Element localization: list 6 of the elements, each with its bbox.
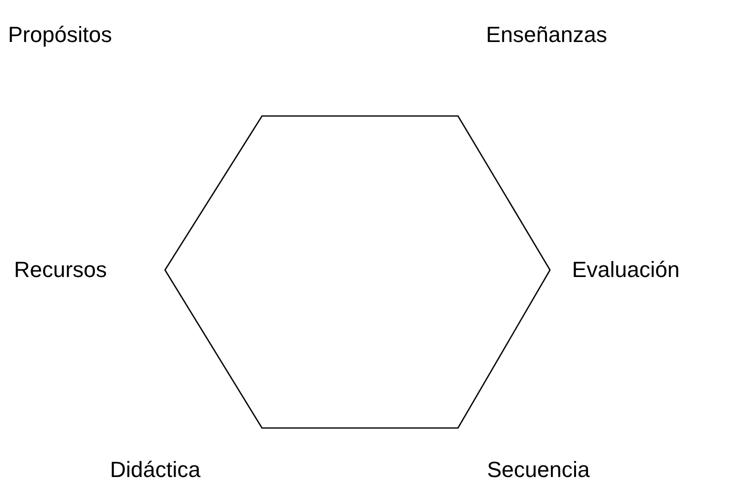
- vertex-label: Recursos: [14, 257, 107, 283]
- vertex-label: Evaluación: [572, 257, 680, 283]
- vertex-label: Enseñanzas: [486, 22, 608, 48]
- vertex-label: Didáctica: [110, 457, 200, 483]
- vertex-label: Secuencia: [487, 457, 590, 483]
- vertex-label: Propósitos: [8, 22, 112, 48]
